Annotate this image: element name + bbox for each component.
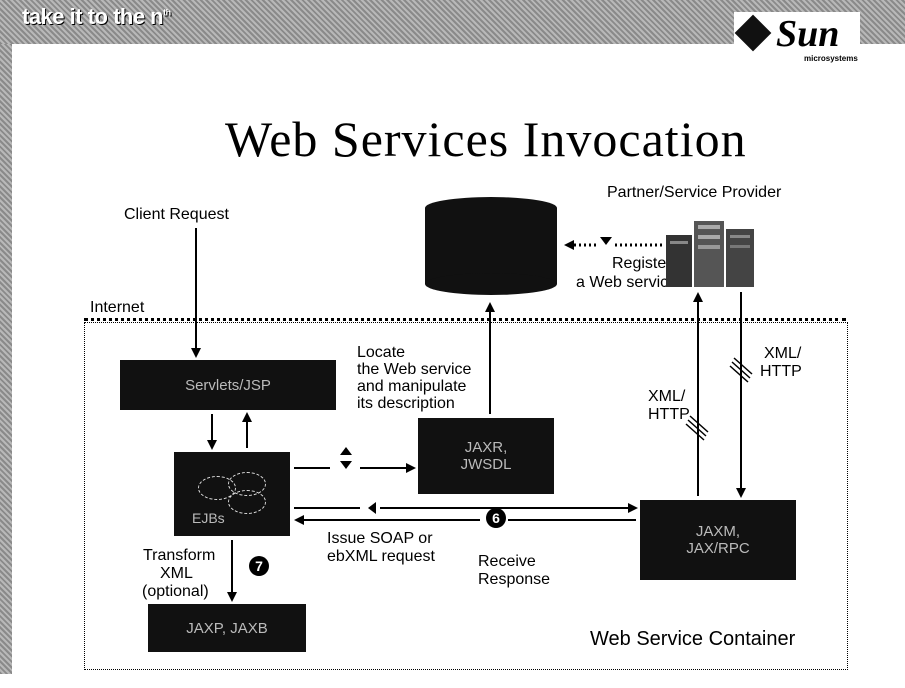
- locate-label-3: and manipulate: [357, 378, 467, 395]
- xml-http-left-1: XML/: [648, 388, 686, 405]
- header-bar: take it to the nth Sun microsystems: [0, 0, 905, 82]
- jaxm-jaxrpc-box: JAXM, JAX/RPC: [640, 500, 796, 580]
- locate-label-1: Locate: [357, 344, 406, 361]
- issue-soap-label-2: ebXML request: [327, 548, 435, 565]
- jaxr-jwsdl-box: JAXR, JWSDL: [418, 418, 554, 494]
- step-6-badge: 6: [486, 508, 506, 528]
- xml-http-left-2: HTTP: [648, 406, 690, 423]
- sun-logo: Sun microsystems: [734, 12, 860, 68]
- servlets-jsp-box: Servlets/JSP: [120, 360, 336, 410]
- register-label-2: a Web service: [576, 274, 678, 291]
- left-border-strip: [0, 44, 12, 674]
- transform-label-3: (optional): [142, 583, 209, 600]
- transform-label-1: Transform: [143, 547, 216, 564]
- step-7-badge: 7: [249, 556, 269, 576]
- registry-database-icon: [425, 197, 557, 295]
- internet-label: Internet: [90, 299, 145, 316]
- locate-label-4: its description: [357, 395, 455, 412]
- web-service-container: [84, 322, 848, 670]
- receive-response-label-1: Receive: [478, 553, 536, 570]
- ejbs-box: EJBs: [174, 452, 290, 536]
- jaxp-jaxb-box: JAXP, JAXB: [148, 604, 306, 652]
- container-label: Web Service Container: [590, 628, 796, 650]
- issue-soap-label-1: Issue SOAP or: [327, 530, 433, 547]
- register-label-1: Register: [612, 255, 672, 272]
- transform-label-2: XML: [160, 565, 193, 582]
- xml-http-right-2: HTTP: [760, 363, 802, 380]
- receive-response-label-2: Response: [478, 571, 551, 588]
- partner-server-icon: [666, 221, 754, 287]
- partner-label: Partner/Service Provider: [607, 184, 782, 201]
- tagline: take it to the nth: [22, 4, 171, 29]
- internet-boundary: [84, 318, 846, 321]
- locate-label-2: the Web service: [357, 361, 472, 378]
- xml-http-right-1: XML/: [764, 345, 802, 362]
- ejb-bean-shape: [228, 490, 266, 514]
- slide-title: Web Services Invocation: [225, 111, 747, 167]
- client-request-label: Client Request: [124, 206, 229, 223]
